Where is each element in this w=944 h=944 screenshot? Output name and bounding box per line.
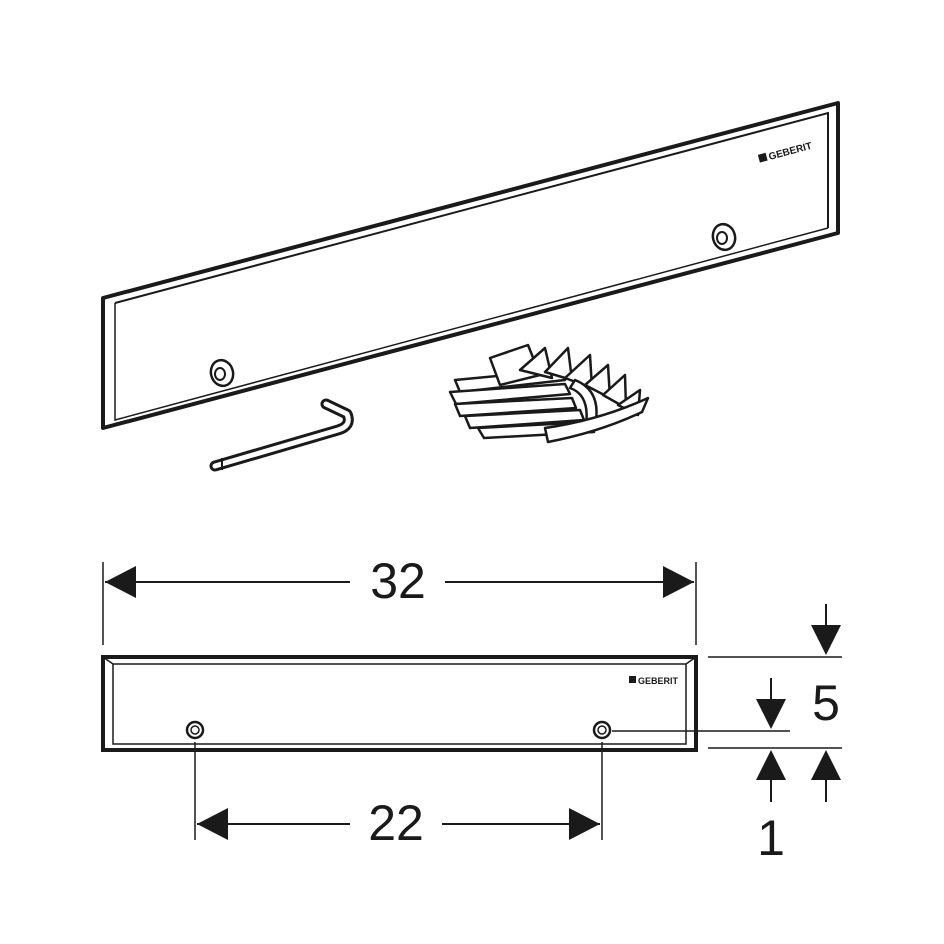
dimension-label-overall-length: 32 xyxy=(370,553,426,609)
front-geberit-logo: GEBERIT xyxy=(629,676,679,686)
svg-text:GEBERIT: GEBERIT xyxy=(638,676,679,686)
strainer-icon xyxy=(448,343,650,444)
front-hole-right xyxy=(592,720,612,740)
isometric-cover-plate: GEBERIT xyxy=(101,101,840,430)
front-view-plate: GEBERIT xyxy=(101,655,698,752)
iso-hole-left xyxy=(209,358,235,388)
front-hole-left xyxy=(185,720,205,740)
iso-hole-right xyxy=(711,222,737,252)
hex-key-icon xyxy=(209,398,354,472)
dimension-height xyxy=(708,604,842,802)
dimension-hole-spacing xyxy=(194,742,603,840)
dimension-label-thickness: 1 xyxy=(757,810,785,866)
dimension-label-hole-spacing: 22 xyxy=(368,795,424,851)
dimension-label-height: 5 xyxy=(812,675,840,731)
dimension-overall-length xyxy=(102,562,697,645)
dimension-thickness xyxy=(612,678,790,802)
